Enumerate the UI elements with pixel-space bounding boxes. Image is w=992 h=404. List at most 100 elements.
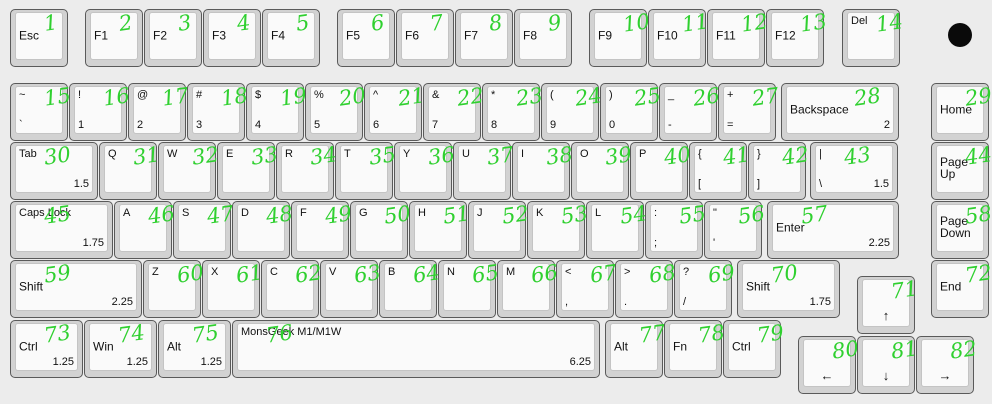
key-right[interactable]: →82	[916, 336, 978, 394]
key-up[interactable]: ↑71	[857, 276, 919, 334]
key-legend: Backspace	[790, 102, 849, 117]
key-period[interactable]: >.68	[615, 260, 677, 318]
key-legend-bottom: /	[683, 296, 687, 308]
handwritten-key-number: 2	[117, 10, 134, 36]
key-grave[interactable]: ~`15	[10, 83, 72, 141]
key-comma[interactable]: <,67	[556, 260, 618, 318]
key-quote[interactable]: "'56	[704, 201, 766, 259]
key-legend-top: Tab	[19, 148, 37, 160]
key-equal[interactable]: +=27	[718, 83, 780, 141]
key-width-label: 1.25	[200, 356, 222, 368]
key-semicolon[interactable]: :;55	[645, 201, 707, 259]
key-legend: F7	[464, 28, 479, 43]
key-legend-bottom: 6	[373, 119, 380, 131]
key-left[interactable]: ←80	[798, 336, 860, 394]
key-legend-top: |	[819, 148, 822, 160]
handwritten-key-number: 42	[780, 142, 811, 170]
key-lbracket[interactable]: {[41	[689, 142, 751, 200]
key-legend: Shift	[746, 279, 771, 294]
rotary-knob-icon[interactable]	[948, 23, 972, 47]
handwritten-key-number: 52	[500, 201, 531, 229]
key-down[interactable]: ↓81	[857, 336, 919, 394]
key-slash[interactable]: ?/69	[674, 260, 736, 318]
handwritten-key-number: 74	[116, 320, 147, 348]
key-rbracket[interactable]: }]42	[748, 142, 810, 200]
key-minus[interactable]: _-26	[659, 83, 721, 141]
handwritten-key-number: 54	[618, 201, 649, 229]
